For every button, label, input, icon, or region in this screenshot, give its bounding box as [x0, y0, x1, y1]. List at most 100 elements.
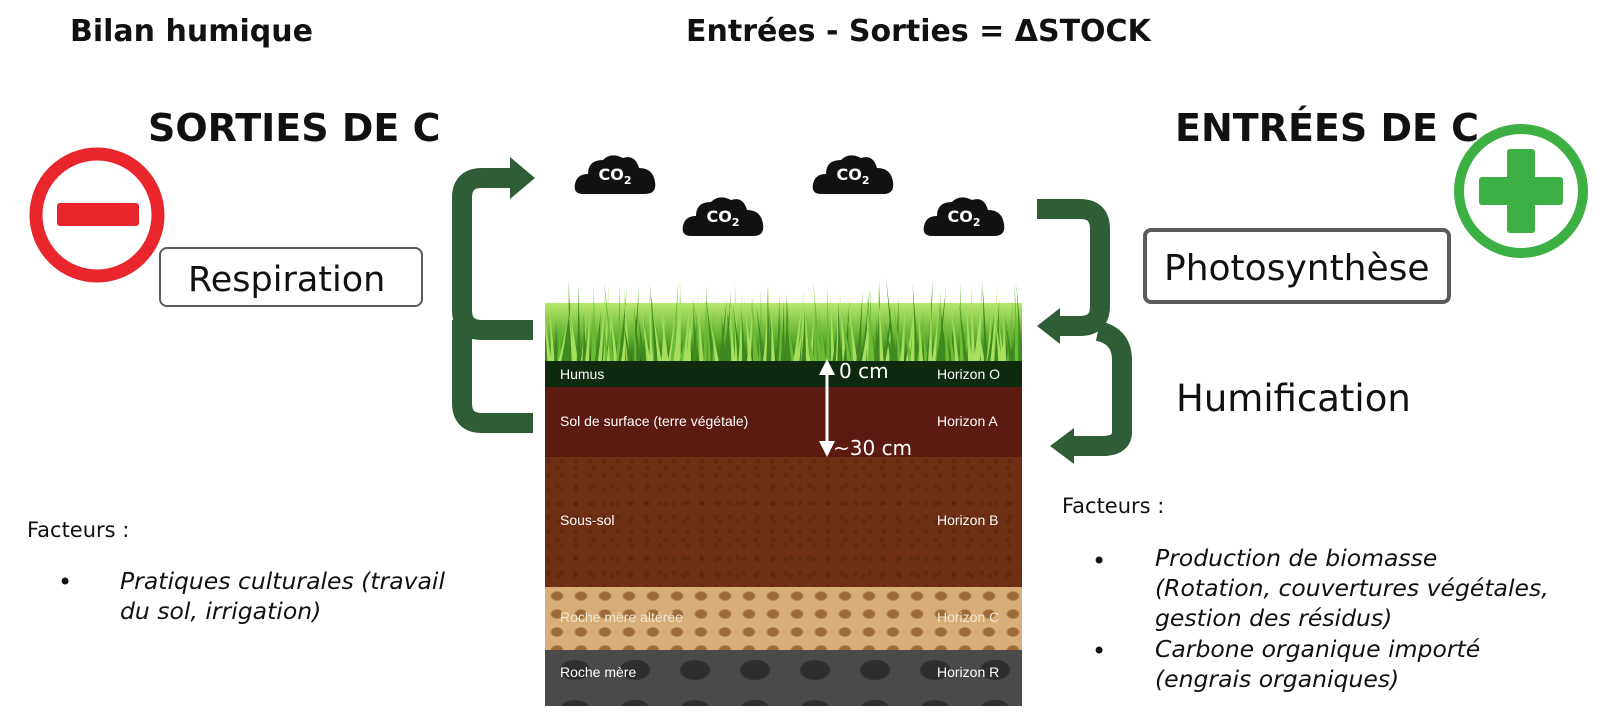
grass-blade: [553, 317, 558, 361]
factor-item: Pratiques culturales (travail du sol, ir…: [120, 567, 445, 625]
grass-blade: [687, 305, 692, 361]
grass-blade: [943, 313, 950, 361]
grass-blade: [670, 280, 679, 361]
grass-blade: [965, 293, 972, 361]
grass-blade: [900, 297, 906, 361]
grass-blade: [692, 298, 698, 361]
co2-label: CO2: [947, 207, 981, 230]
grass-blade: [673, 291, 681, 361]
minus-icon: [27, 145, 167, 289]
grass-blade: [841, 309, 852, 361]
grass-blade: [877, 281, 884, 361]
depth-arrow: [819, 359, 835, 457]
co2-label: CO2: [706, 207, 740, 230]
grass-blade: [561, 302, 571, 361]
grass-blade: [786, 316, 795, 361]
co2-cloud: CO2: [811, 152, 895, 196]
grass-blade: [679, 317, 689, 361]
grass-blade: [603, 280, 614, 361]
grass-blade: [545, 316, 552, 361]
outputs-factors-label: Facteurs :: [27, 518, 130, 542]
plus-icon: [1451, 121, 1591, 265]
respiration-box: [159, 247, 423, 307]
grass-blade: [830, 292, 835, 361]
grass-blade: [728, 300, 736, 361]
grass-blade: [815, 314, 824, 361]
grass-blade: [931, 308, 939, 361]
grass-blade: [958, 300, 968, 361]
grass-blade: [609, 302, 618, 361]
grass-blade: [597, 288, 606, 361]
respiration-label: Respiration: [188, 260, 386, 300]
soil-profile: Humus Horizon O Sol de surface (terre vé…: [545, 275, 1022, 706]
grass-blade: [1002, 307, 1007, 361]
grass-blade: [918, 310, 924, 361]
grass-blade: [950, 299, 959, 361]
grass-blade: [648, 289, 654, 361]
grass-blade: [839, 291, 847, 361]
humification-arrow: [1072, 321, 1132, 456]
factor-item: Production de biomasse (Rotation, couver…: [1155, 544, 1549, 632]
grass-blade: [743, 296, 752, 361]
grass-blade: [801, 307, 806, 361]
equation-title: Entrées - Sorties = ΔSTOCK: [686, 14, 1151, 49]
grass: [545, 279, 1022, 361]
grass-blade: [585, 303, 591, 361]
grass-blade: [633, 306, 641, 361]
grass-blade: [582, 311, 587, 361]
grass-blade: [847, 297, 858, 361]
layer-name: Sous-sol: [560, 512, 615, 528]
layer-name: Sol de surface (terre végétale): [560, 413, 749, 429]
humification-label: Humification: [1176, 377, 1411, 420]
layer-name: Humus: [560, 366, 605, 382]
grass-blade: [622, 319, 632, 361]
grass-blade: [987, 312, 995, 361]
soil-layer-weathered-rock: [545, 587, 1022, 650]
soil-layer-surface: [545, 387, 1022, 457]
grass-blade: [910, 289, 915, 361]
layer-name: Roche mère altérée: [560, 609, 683, 625]
grass-blade: [603, 319, 609, 361]
grass-blade: [709, 319, 719, 361]
grass-blade: [778, 314, 783, 361]
grass-blade: [837, 300, 842, 361]
horizon-label: Horizon O: [937, 366, 1001, 382]
horizon-label: Horizon C: [937, 609, 1000, 625]
grass-blade: [861, 304, 871, 361]
bullet: •: [58, 568, 73, 596]
depth-bottom-label: ~30 cm: [833, 436, 913, 460]
grass-blade: [766, 284, 771, 361]
grass-blade: [1004, 315, 1013, 361]
grass-blade: [576, 283, 581, 361]
grass-blade: [594, 311, 601, 361]
grass-blade: [982, 279, 988, 361]
grass-blade: [990, 285, 998, 361]
horizon-label: Horizon A: [937, 413, 998, 429]
bullet: •: [1092, 547, 1107, 575]
soil-layer-bedrock: [545, 650, 1022, 706]
grass-blade: [549, 303, 555, 361]
grass-blade: [618, 287, 627, 361]
grass-blade: [946, 314, 956, 361]
grass-blade: [808, 314, 814, 361]
grass-blade: [640, 303, 651, 361]
grass-blade: [813, 310, 818, 361]
grass-blade: [776, 295, 781, 361]
grass-blade: [817, 307, 827, 361]
grass-blade: [856, 291, 863, 361]
co2-label: CO2: [836, 165, 870, 188]
grass-blade: [1014, 281, 1019, 361]
grass-blade: [795, 320, 803, 361]
grass-blade: [970, 284, 976, 361]
horizon-label: Horizon R: [937, 664, 1000, 680]
grass-blade: [866, 294, 876, 361]
grass-blade: [592, 285, 597, 361]
grass-blade: [750, 297, 759, 361]
grass-blade: [616, 284, 621, 361]
grass-blade: [825, 286, 830, 361]
grass-blade: [723, 290, 731, 361]
grass-blade: [732, 303, 742, 361]
co2-cloud: CO2: [681, 194, 765, 238]
grass-blade: [804, 305, 810, 361]
